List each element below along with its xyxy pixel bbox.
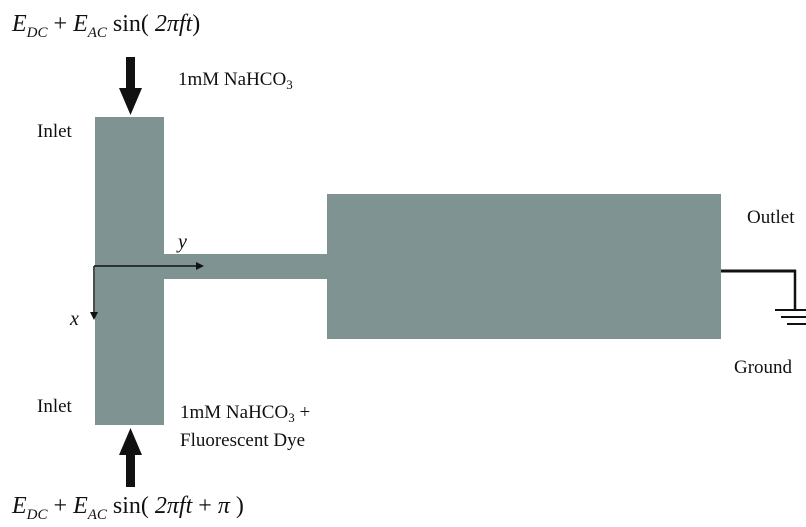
eq-top-arg: 2πft	[154, 11, 193, 37]
top-solution-main: 1mM NaHCO	[178, 69, 287, 90]
eq-top-e: E	[12, 11, 27, 37]
eq-bottom-e: E	[12, 493, 27, 519]
eq-top-close: )	[192, 11, 201, 37]
eq-bottom-e2: E	[73, 493, 88, 519]
ground-label: Ground	[734, 357, 793, 378]
equation-top: EDC + EAC sin( 2πft)	[12, 12, 200, 41]
outlet-chamber	[327, 194, 721, 339]
top-solution-sub: 3	[286, 77, 293, 92]
bottom-solution-label: 1mM NaHCO3 +	[180, 403, 310, 424]
bottom-solution-main: 1mM NaHCO	[180, 402, 289, 423]
bottom-solution-plus: +	[299, 402, 311, 423]
eq-bottom-sin: sin(	[112, 493, 149, 519]
coordinate-axes	[90, 262, 204, 320]
eq-top-e2: E	[73, 11, 88, 37]
inlet-bottom-label: Inlet	[37, 396, 72, 417]
equation-bottom: EDC + EAC sin( 2πft + π )	[12, 494, 244, 523]
inlet-top-label: Inlet	[37, 121, 72, 142]
top-solution-label: 1mM NaHCO3	[178, 70, 293, 91]
bottom-solution-sub: 3	[288, 410, 295, 425]
eq-bottom-pi: π	[217, 493, 230, 519]
eq-top-ac: AC	[87, 25, 107, 41]
ground-icon	[721, 269, 806, 325]
axis-y-label: y	[178, 231, 187, 253]
eq-bottom-close: )	[235, 493, 244, 519]
eq-bottom-dc: DC	[26, 507, 48, 523]
top-inlet-arrow	[119, 57, 142, 115]
inlet-channel	[95, 117, 164, 425]
eq-bottom-plus2: +	[198, 493, 212, 519]
bottom-inlet-arrow	[119, 428, 142, 487]
eq-bottom-plus: +	[53, 493, 68, 519]
eq-top-sin: sin(	[112, 11, 149, 37]
axis-x-label: x	[70, 308, 79, 330]
bottom-solution-line2: Fluorescent Dye	[180, 430, 306, 451]
eq-bottom-arg: 2πft	[154, 493, 193, 519]
eq-top-plus: +	[53, 11, 68, 37]
eq-bottom-ac: AC	[87, 507, 107, 523]
outlet-label: Outlet	[747, 207, 795, 228]
eq-top-dc: DC	[26, 25, 48, 41]
